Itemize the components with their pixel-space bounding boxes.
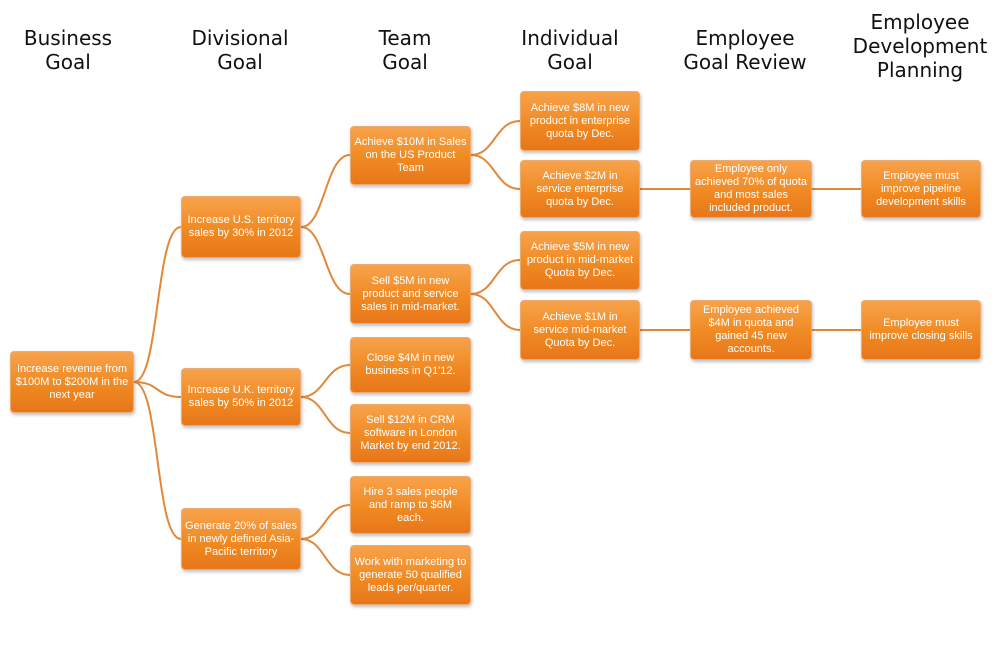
development-plan-box-2: Employee must improve closing skills [861, 300, 981, 360]
connector-d3-t6 [300, 538, 351, 576]
team-goal-text: Sell $12M in CRM software in London Mark… [360, 414, 461, 452]
goal-review-text: Employee achieved $4M in quota and gaine… [702, 304, 799, 355]
development-plan-text: Employee must improve pipeline developme… [876, 169, 966, 208]
header-team-goal: Team Goal [378, 26, 432, 74]
team-goal-box-close-q1: Close $4M in new business in Q1'12. [350, 337, 471, 393]
connector-t1-i2 [470, 154, 521, 190]
business-goal-box: Increase revenue from $100M to $200M in … [10, 351, 134, 413]
connector-b1-d3 [133, 381, 182, 540]
team-goal-text: Close $4M in new business in Q1'12. [365, 352, 456, 377]
divisional-goal-box-apac: Generate 20% of sales in newly defined A… [181, 508, 301, 570]
team-goal-box-hire: Hire 3 sales people and ramp to $6M each… [350, 476, 471, 534]
business-goal-text: Increase revenue from $100M to $200M in … [15, 362, 129, 401]
goal-review-box-2: Employee achieved $4M in quota and gaine… [690, 300, 812, 360]
team-goal-text: Hire 3 sales people and ramp to $6M each… [363, 485, 458, 524]
connector-t2-i3 [470, 259, 521, 295]
divisional-goal-text: Increase U.S. territory sales by 30% in … [187, 214, 295, 239]
team-goal-box-crm-london: Sell $12M in CRM software in London Mark… [350, 404, 471, 463]
connector-t1-i1 [470, 120, 521, 156]
connector-d2-t4 [300, 396, 351, 434]
individual-goal-box-8m: Achieve $8M in new product in enterprise… [520, 91, 640, 151]
goal-review-box-1: Employee only achieved 70% of quota and … [690, 160, 812, 218]
divisional-goal-text: Increase U.K. territory sales by 50% in … [187, 384, 295, 409]
divisional-goal-box-us: Increase U.S. territory sales by 30% in … [181, 196, 301, 258]
header-business-goal: Business Goal [23, 26, 113, 74]
individual-goal-box-2m: Achieve $2M in service enterprise quota … [520, 160, 640, 218]
connector-d1-t1 [300, 154, 351, 228]
development-plan-box-1: Employee must improve pipeline developme… [861, 160, 981, 218]
header-employee-goal-review: Employee Goal Review [683, 26, 807, 74]
individual-goal-text: Achieve $8M in new product in enterprise… [529, 101, 631, 140]
individual-goal-box-1m: Achieve $1M in service mid-market Quota … [520, 300, 640, 360]
individual-goal-box-5m: Achieve $5M in new product in mid-market… [520, 231, 640, 290]
connector-d2-t3 [300, 364, 351, 398]
development-plan-text: Employee must improve closing skills [869, 317, 973, 342]
header-individual-goal: Individual Goal [521, 26, 619, 74]
divisional-goal-text: Generate 20% of sales in newly defined A… [185, 519, 297, 558]
team-goal-box-us-product: Achieve $10M in Sales on the US Product … [350, 126, 471, 185]
header-employee-development-planning: Employee Development Planning [852, 10, 988, 82]
connector-b1-d1 [133, 226, 182, 383]
connector-t2-i4 [470, 293, 521, 331]
header-divisional-goal: Divisional Goal [191, 26, 289, 74]
individual-goal-text: Achieve $1M in service mid-market Quota … [533, 310, 627, 349]
divisional-goal-box-uk: Increase U.K. territory sales by 50% in … [181, 368, 301, 426]
connector-d1-t2 [300, 226, 351, 295]
team-goal-box-mid-market: Sell $5M in new product and service sale… [350, 264, 471, 324]
individual-goal-text: Achieve $5M in new product in mid-market… [526, 241, 634, 279]
connector-d3-t5 [300, 504, 351, 540]
team-goal-box-marketing: Work with marketing to generate 50 quali… [350, 545, 471, 605]
team-goal-text: Work with marketing to generate 50 quali… [354, 555, 467, 594]
team-goal-text: Achieve $10M in Sales on the US Product … [354, 136, 467, 174]
goal-review-text: Employee only achieved 70% of quota and … [695, 163, 807, 214]
connector-b1-d2 [133, 381, 182, 398]
individual-goal-text: Achieve $2M in service enterprise quota … [536, 169, 624, 208]
team-goal-text: Sell $5M in new product and service sale… [361, 274, 460, 313]
